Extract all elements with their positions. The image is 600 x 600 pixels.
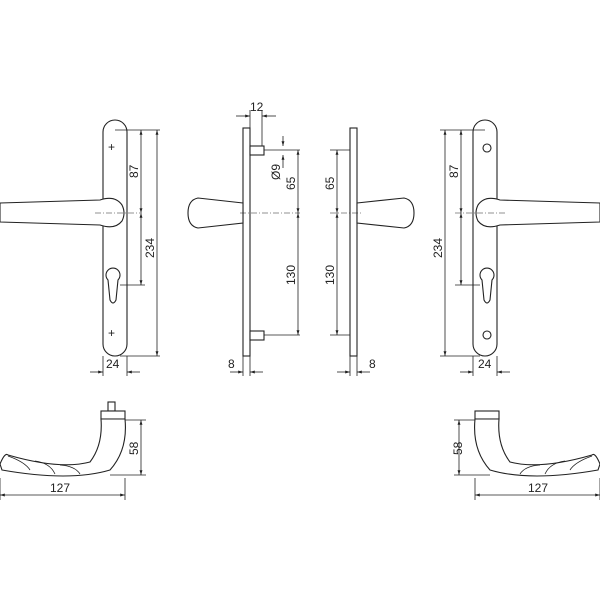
lever-profile (0, 418, 126, 477)
dim-87: 87 (127, 164, 141, 178)
cylinder-hole (479, 267, 495, 304)
dim-127: 127 (528, 481, 548, 495)
dim-65: 65 (323, 176, 337, 190)
front-view-right: 87 234 24 (431, 119, 600, 376)
dim-130: 130 (284, 265, 298, 285)
dim-58: 58 (451, 441, 465, 455)
backplate (102, 119, 128, 357)
lever-handle (0, 197, 125, 228)
dim-8: 8 (228, 357, 235, 371)
dim-24: 24 (106, 357, 120, 371)
backplate (472, 119, 498, 357)
backplate-side (242, 127, 251, 357)
screw-mark: + (108, 140, 115, 154)
dim-58: 58 (127, 441, 141, 455)
lever-handle-side (356, 197, 415, 229)
screw-mark: + (108, 326, 115, 340)
lever-handle-side (187, 197, 244, 229)
side-view-right: 65 130 8 (323, 127, 415, 376)
dim-12: 12 (250, 100, 264, 114)
cylinder-hole (105, 267, 121, 304)
dim-8: 8 (369, 357, 376, 371)
dim-130: 130 (323, 265, 337, 285)
dim-234: 234 (143, 238, 157, 258)
dim-234: 234 (431, 238, 445, 258)
screw-mark (482, 330, 492, 340)
handle-profile-left: 58 127 (0, 401, 146, 500)
dim-65: 65 (284, 176, 298, 190)
dim-87: 87 (447, 164, 461, 178)
front-view-left: + + 87 234 24 (0, 119, 160, 376)
lever-profile (474, 418, 600, 477)
screw-mark (482, 143, 492, 153)
dim-127: 127 (50, 481, 70, 495)
handle-profile-right (454, 410, 600, 500)
side-view-left: 12 Ø9 65 130 8 (187, 100, 300, 376)
dim-24: 24 (478, 357, 492, 371)
dim-diameter-9: Ø9 (269, 164, 283, 180)
lever-handle (475, 197, 600, 228)
backplate-side (349, 127, 358, 357)
